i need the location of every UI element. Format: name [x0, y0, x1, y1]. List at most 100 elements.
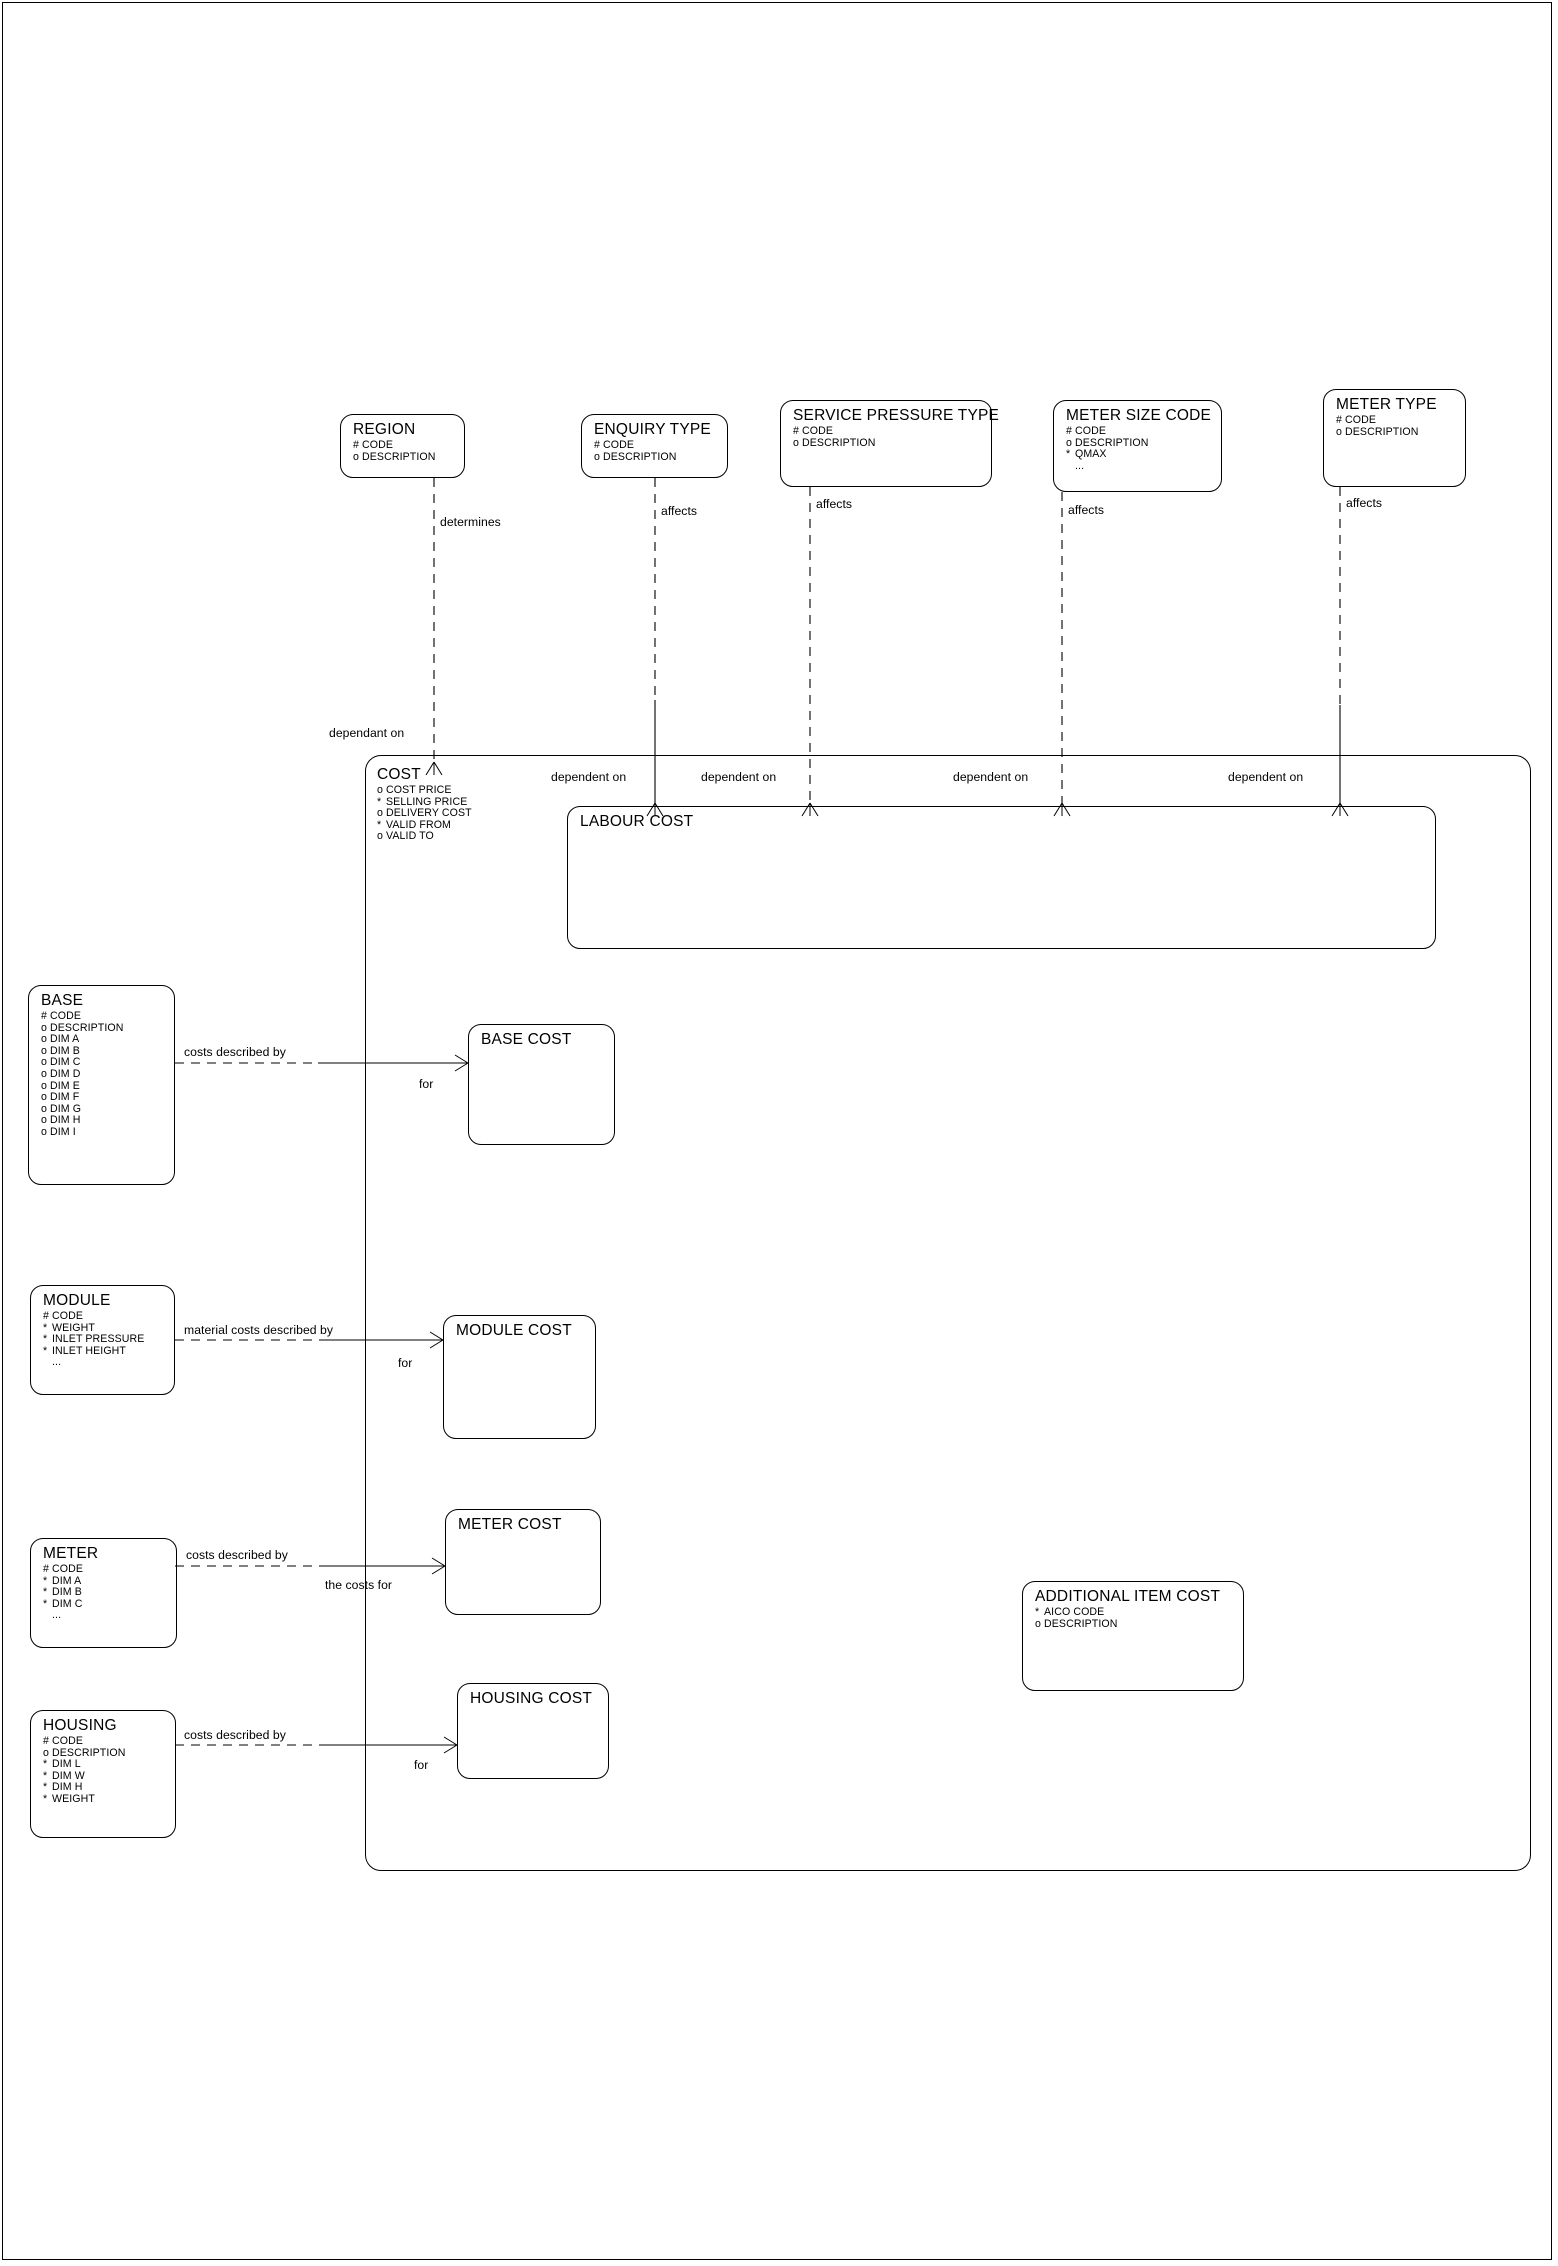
attribute-label: DIM E	[50, 1079, 80, 1092]
attribute-mark: o	[41, 1033, 47, 1046]
entity-module-cost-title: MODULE COST	[456, 1322, 572, 1339]
attribute-row: #CODE	[353, 439, 464, 452]
attribute-label: VALID FROM	[386, 818, 451, 831]
attribute-row: #CODE	[1336, 414, 1465, 427]
attribute-label: DESCRIPTION	[802, 436, 876, 449]
attribute-mark: o	[377, 807, 383, 820]
entity-enquiry-type-title: ENQUIRY TYPE	[594, 421, 711, 438]
attribute-label: DIM I	[50, 1125, 76, 1138]
entity-meter-type-title: METER TYPE	[1336, 396, 1437, 413]
crowsfoot-housingcost	[443, 1736, 458, 1754]
entity-additional-item-cost-title: ADDITIONAL ITEM COST	[1035, 1588, 1221, 1605]
crowsfoot-modulecost	[429, 1331, 444, 1349]
entity-housing-title: HOUSING	[43, 1717, 117, 1734]
attribute-label: DESCRIPTION	[50, 1021, 124, 1034]
attribute-row: *DIM A	[43, 1574, 176, 1588]
attribute-mark: #	[594, 439, 600, 451]
attribute-row: *DIM W	[43, 1769, 175, 1783]
rel-label-costs-described-by-housing: costs described by	[184, 1728, 286, 1742]
rel-label-the-costs-for-meter: the costs for	[325, 1578, 393, 1592]
entity-meter[interactable]: METER #CODE *DIM A *DIM B *DIM C ...	[30, 1538, 177, 1648]
crowsfoot-basecost	[454, 1054, 469, 1072]
attribute-label: DESCRIPTION	[1345, 425, 1419, 438]
attribute-label: QMAX	[1075, 448, 1107, 461]
entity-cost-title: COST	[377, 766, 421, 783]
entity-region-title: REGION	[353, 421, 416, 438]
attribute-label: DIM H	[50, 1114, 81, 1127]
attribute-label: VALID TO	[386, 830, 434, 843]
attribute-mark: *	[43, 1574, 48, 1587]
entity-meter-size-code-title: METER SIZE CODE	[1066, 407, 1212, 424]
rel-label-determines: determines	[440, 515, 501, 529]
entity-module-attributes: #CODE *WEIGHT *INLET PRESSURE *INLET HEI…	[43, 1310, 174, 1369]
attribute-mark: *	[1035, 1606, 1040, 1618]
attribute-label: INLET HEIGHT	[52, 1344, 126, 1357]
entity-meter-cost[interactable]: METER COST	[445, 1509, 601, 1615]
attribute-label: CODE	[362, 439, 394, 451]
entity-module[interactable]: MODULE #CODE *WEIGHT *INLET PRESSURE *IN…	[30, 1285, 175, 1395]
attribute-mark: #	[1336, 414, 1342, 426]
attribute-label: CODE	[52, 1310, 84, 1322]
attribute-label: CODE	[52, 1563, 84, 1575]
attribute-label: DIM B	[52, 1586, 82, 1599]
attribute-mark: *	[43, 1586, 48, 1599]
attribute-label: DIM A	[50, 1033, 80, 1046]
crowsfoot-labourcost-metersize	[1053, 802, 1071, 817]
attribute-row: * VALID FROM	[377, 818, 472, 832]
attribute-mark: *	[377, 818, 382, 831]
entity-meter-cost-title: METER COST	[458, 1516, 562, 1533]
entity-labour-cost[interactable]: LABOUR COST	[567, 806, 1436, 949]
entity-base-cost[interactable]: BASE COST	[468, 1024, 615, 1145]
entity-meter-attributes: #CODE *DIM A *DIM B *DIM C ...	[43, 1563, 176, 1622]
attribute-mark: *	[43, 1758, 48, 1771]
rel-label-dependent-on-2: dependent on	[701, 770, 777, 784]
attribute-row: *DIM H	[43, 1782, 175, 1794]
rel-label-for-base: for	[419, 1077, 434, 1091]
attribute-label: CODE	[50, 1010, 82, 1022]
rel-label-material-costs-described-by: material costs described by	[184, 1323, 334, 1337]
attribute-label: CODE	[802, 425, 834, 437]
attribute-label: INLET PRESSURE	[52, 1333, 145, 1346]
attribute-mark: o	[1066, 436, 1072, 449]
entity-module-cost[interactable]: MODULE COST	[443, 1315, 596, 1439]
rel-label-for-housing: for	[414, 1758, 429, 1772]
attribute-mark: *	[43, 1321, 48, 1334]
entity-cost-container[interactable]	[365, 755, 1531, 1871]
attribute-mark: o	[41, 1044, 47, 1057]
attribute-mark: *	[43, 1792, 48, 1805]
attribute-row: #CODE	[43, 1735, 175, 1748]
attribute-mark: *	[43, 1769, 48, 1782]
attribute-row: ...	[43, 1357, 174, 1369]
attribute-mark: o	[1035, 1617, 1041, 1630]
attribute-mark: #	[793, 425, 799, 437]
attribute-label: CODE	[52, 1735, 84, 1747]
attribute-label: DELIVERY COST	[386, 807, 472, 820]
rel-label-dependent-on-3: dependent on	[953, 770, 1029, 784]
entity-housing-cost[interactable]: HOUSING COST	[457, 1683, 609, 1779]
attribute-mark: *	[1066, 448, 1071, 461]
